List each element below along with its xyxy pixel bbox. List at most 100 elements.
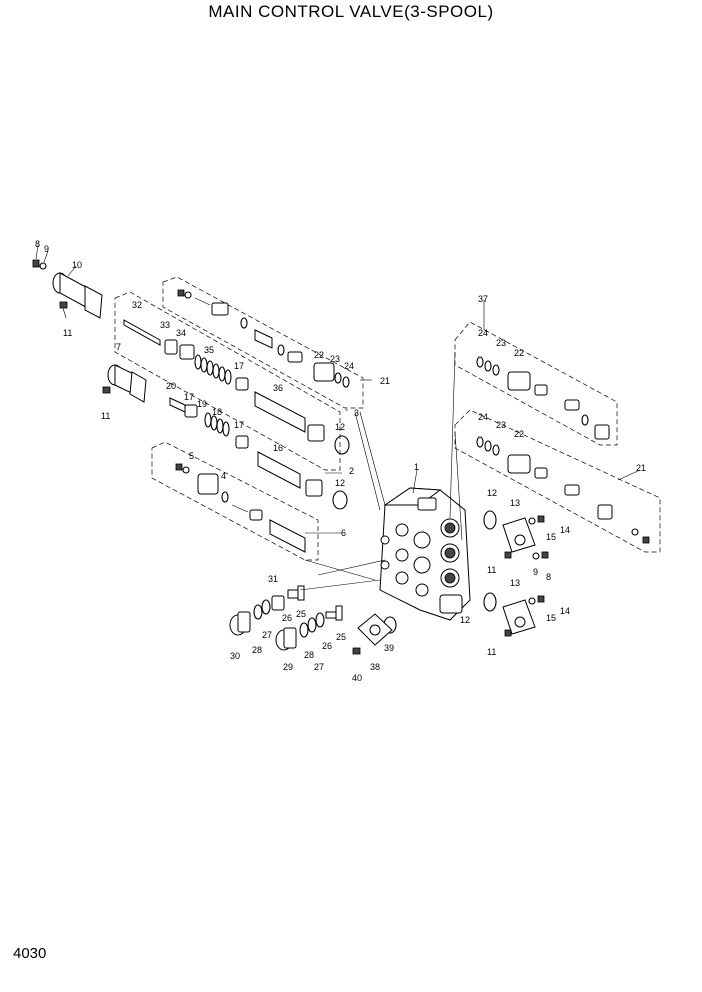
callout-13-a: 13: [510, 498, 520, 508]
callout-2: 2: [349, 466, 354, 476]
spring-18: [204, 412, 230, 437]
callout-8-b: 8: [546, 572, 551, 582]
callout-9-b: 9: [533, 567, 538, 577]
callout-9-a: 9: [44, 244, 49, 254]
callout-22-c: 22: [514, 429, 524, 439]
callout-36: 36: [273, 383, 283, 393]
leader-lines: [35, 244, 641, 591]
callout-17-b: 17: [184, 392, 194, 402]
callout-13-b: 13: [510, 578, 520, 588]
callout-20: 20: [166, 381, 176, 391]
callout-28-b: 28: [304, 650, 314, 660]
callout-15-b: 15: [546, 613, 556, 623]
callout-35: 35: [204, 345, 214, 355]
callout-12-d: 12: [460, 615, 470, 625]
bolt-11-a: [59, 301, 68, 319]
bolt-40: [352, 647, 361, 655]
relief-group-box-21: [454, 409, 661, 553]
callout-27-b: 27: [314, 662, 324, 672]
cover-38: [357, 613, 393, 646]
relief-assembly-37: [476, 356, 610, 440]
relief-assembly-21: [476, 436, 650, 544]
o-ring-12-a: [334, 435, 350, 455]
sleeve-26-a: [271, 595, 285, 611]
callout-11-d: 11: [487, 647, 496, 657]
cover-7: [107, 364, 147, 403]
callout-31: 31: [268, 574, 278, 584]
poppet-25: [325, 605, 343, 621]
callout-6: 6: [341, 528, 346, 538]
callout-39: 39: [384, 643, 394, 653]
callout-labels: 8 9 10 11 32 33 34 35 7 20 11 17 17 19 1…: [35, 239, 646, 683]
callout-3: 3: [354, 408, 359, 418]
block-13-b: [502, 595, 545, 637]
callout-11-c: 11: [487, 565, 496, 575]
callout-40: 40: [352, 673, 362, 683]
callout-18: 18: [212, 407, 222, 417]
spool-assembly-6: [175, 463, 306, 553]
callout-17-c: 17: [234, 420, 244, 430]
poppet-31: [287, 585, 305, 601]
callout-12-a: 12: [335, 422, 345, 432]
callout-26-b: 26: [322, 641, 332, 651]
callout-27-a: 27: [262, 630, 272, 640]
o-ring-12-d: [483, 592, 497, 612]
callout-23-c: 23: [496, 420, 506, 430]
page-title: MAIN CONTROL VALVE(3-SPOOL): [208, 2, 494, 21]
valve-body: [379, 487, 471, 621]
callout-25-a: 25: [296, 609, 306, 619]
callout-34: 34: [176, 328, 186, 338]
cover-10: [52, 272, 103, 319]
callout-11-b: 11: [101, 411, 110, 421]
callout-16: 16: [273, 443, 283, 453]
callout-38: 38: [370, 662, 380, 672]
callout-5: 5: [189, 451, 194, 461]
callout-15-a: 15: [546, 532, 556, 542]
spring-35: [194, 354, 232, 385]
spool-assembly-3: [177, 289, 350, 388]
callout-30: 30: [230, 651, 240, 661]
callout-19: 19: [197, 399, 207, 409]
callout-32: 32: [132, 300, 142, 310]
callout-7: 7: [116, 342, 121, 352]
callout-28-a: 28: [252, 645, 262, 655]
o-ring-12-b: [332, 490, 348, 510]
o-ring-27-a: [261, 599, 271, 615]
callout-14-a: 14: [560, 525, 570, 535]
callout-37: 37: [478, 294, 488, 304]
o-ring-12-c: [483, 510, 497, 530]
callout-25-b: 25: [336, 632, 346, 642]
callout-24-b: 24: [478, 328, 488, 338]
callout-12-b: 12: [335, 478, 345, 488]
spool-group-box-6: [151, 441, 319, 561]
fitting-8-9: [32, 259, 47, 270]
callout-23-b: 23: [496, 338, 506, 348]
page-number: 4030: [13, 945, 47, 962]
block-13-a: [502, 515, 549, 560]
bolt-11-b: [102, 386, 111, 394]
plug-29: [275, 627, 297, 651]
callout-4: 4: [221, 471, 226, 481]
callout-33: 33: [160, 320, 170, 330]
o-ring-26-b: [315, 612, 325, 628]
o-ring-27-b: [307, 617, 317, 633]
callout-21-b: 21: [636, 463, 646, 473]
o-ring-28-b: [299, 622, 309, 638]
callout-22-b: 22: [514, 348, 524, 358]
callout-17-a: 17: [234, 361, 244, 371]
callout-23-a: 23: [330, 354, 340, 364]
relief-group-box-37: [454, 321, 618, 446]
callout-24-a: 24: [344, 361, 354, 371]
callout-14-b: 14: [560, 606, 570, 616]
spool-assembly-2: [123, 319, 325, 497]
callout-21-a: 21: [380, 376, 390, 386]
spool-group-box-3: [162, 276, 364, 409]
callout-12-c: 12: [487, 488, 497, 498]
o-ring-28-a: [253, 604, 263, 620]
callout-24-c: 24: [478, 412, 488, 422]
callout-26-a: 26: [282, 613, 292, 623]
callout-29: 29: [283, 662, 293, 672]
callout-22-a: 22: [314, 350, 324, 360]
callout-8-a: 8: [35, 239, 40, 249]
